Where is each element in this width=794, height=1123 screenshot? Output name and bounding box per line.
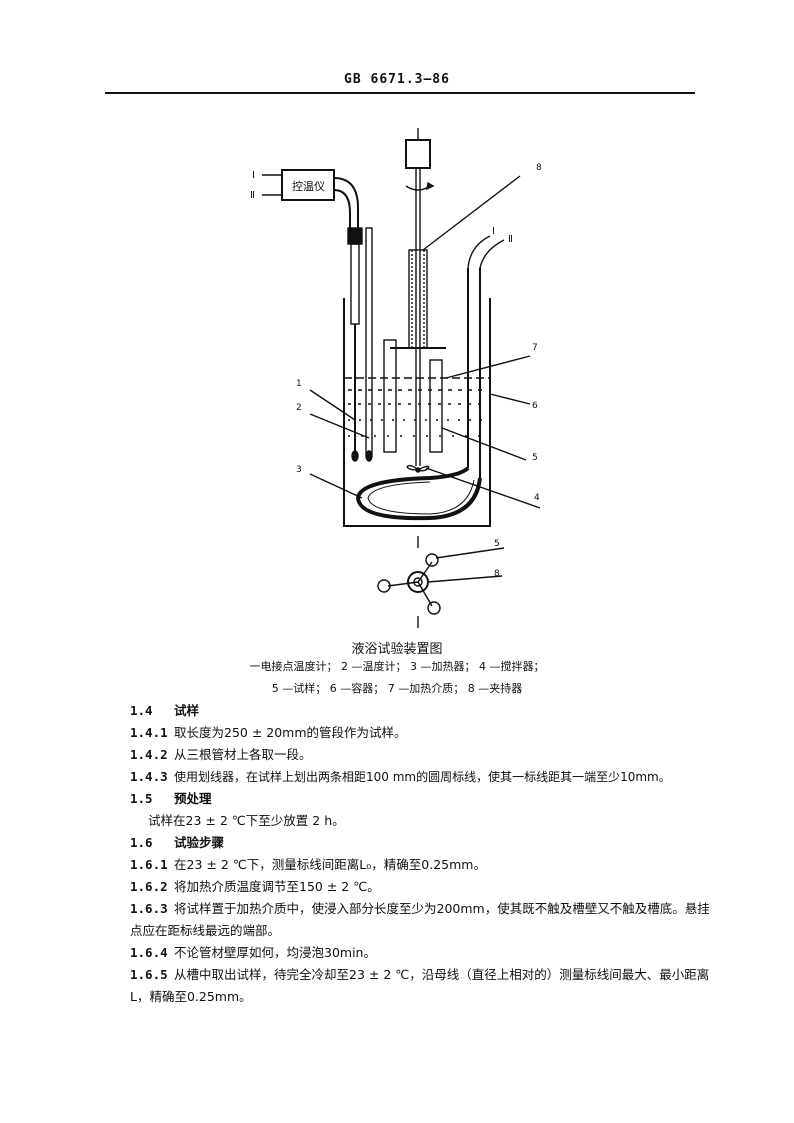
- sample-left: [383, 339, 397, 453]
- label-2: 2: [296, 403, 302, 413]
- label-8-plan: 8: [494, 569, 500, 579]
- label-5: 5: [532, 453, 538, 463]
- label-1: 1: [296, 379, 302, 389]
- header-rule: [105, 92, 695, 94]
- controller-box: [281, 169, 335, 201]
- heater-coil: [355, 466, 482, 521]
- label-5-plan: 5: [494, 539, 500, 549]
- plan-view-sample: [425, 553, 439, 567]
- figure-caption: 液浴试验装置图: [351, 642, 443, 657]
- label-8: 8: [536, 163, 542, 173]
- figure-legend-line-2: 5 —试样； 6 —容器； 7 —加热介质； 8 —夹持器: [271, 682, 523, 695]
- apparatus-figure: 控温仪 I Ⅱ I Ⅱ 1 2 3 4 5 6 7 8 5 8: [250, 128, 542, 628]
- contact-thermometer: [347, 227, 363, 245]
- label-roman-II-left: Ⅱ: [250, 190, 255, 201]
- sample-right: [429, 359, 443, 453]
- preconditioning-text: 试样在23 ± 2 ℃下至少放置 2 h。: [148, 813, 345, 828]
- label-roman-I-right: I: [492, 226, 495, 237]
- page-header: GB 6671.3—86: [344, 72, 450, 87]
- label-roman-I-left: I: [252, 170, 255, 181]
- label-4: 4: [534, 493, 540, 503]
- label-6: 6: [532, 401, 538, 411]
- label-7: 7: [532, 343, 538, 353]
- figure-legend-line-1: 一电接点温度计； 2 —温度计； 3 —加热器； 4 —搅拌器；: [249, 660, 545, 673]
- label-3: 3: [296, 465, 302, 475]
- controller-label: 控温仪: [292, 179, 325, 193]
- stirrer-motor: [405, 139, 431, 169]
- label-roman-II-right: Ⅱ: [508, 234, 513, 245]
